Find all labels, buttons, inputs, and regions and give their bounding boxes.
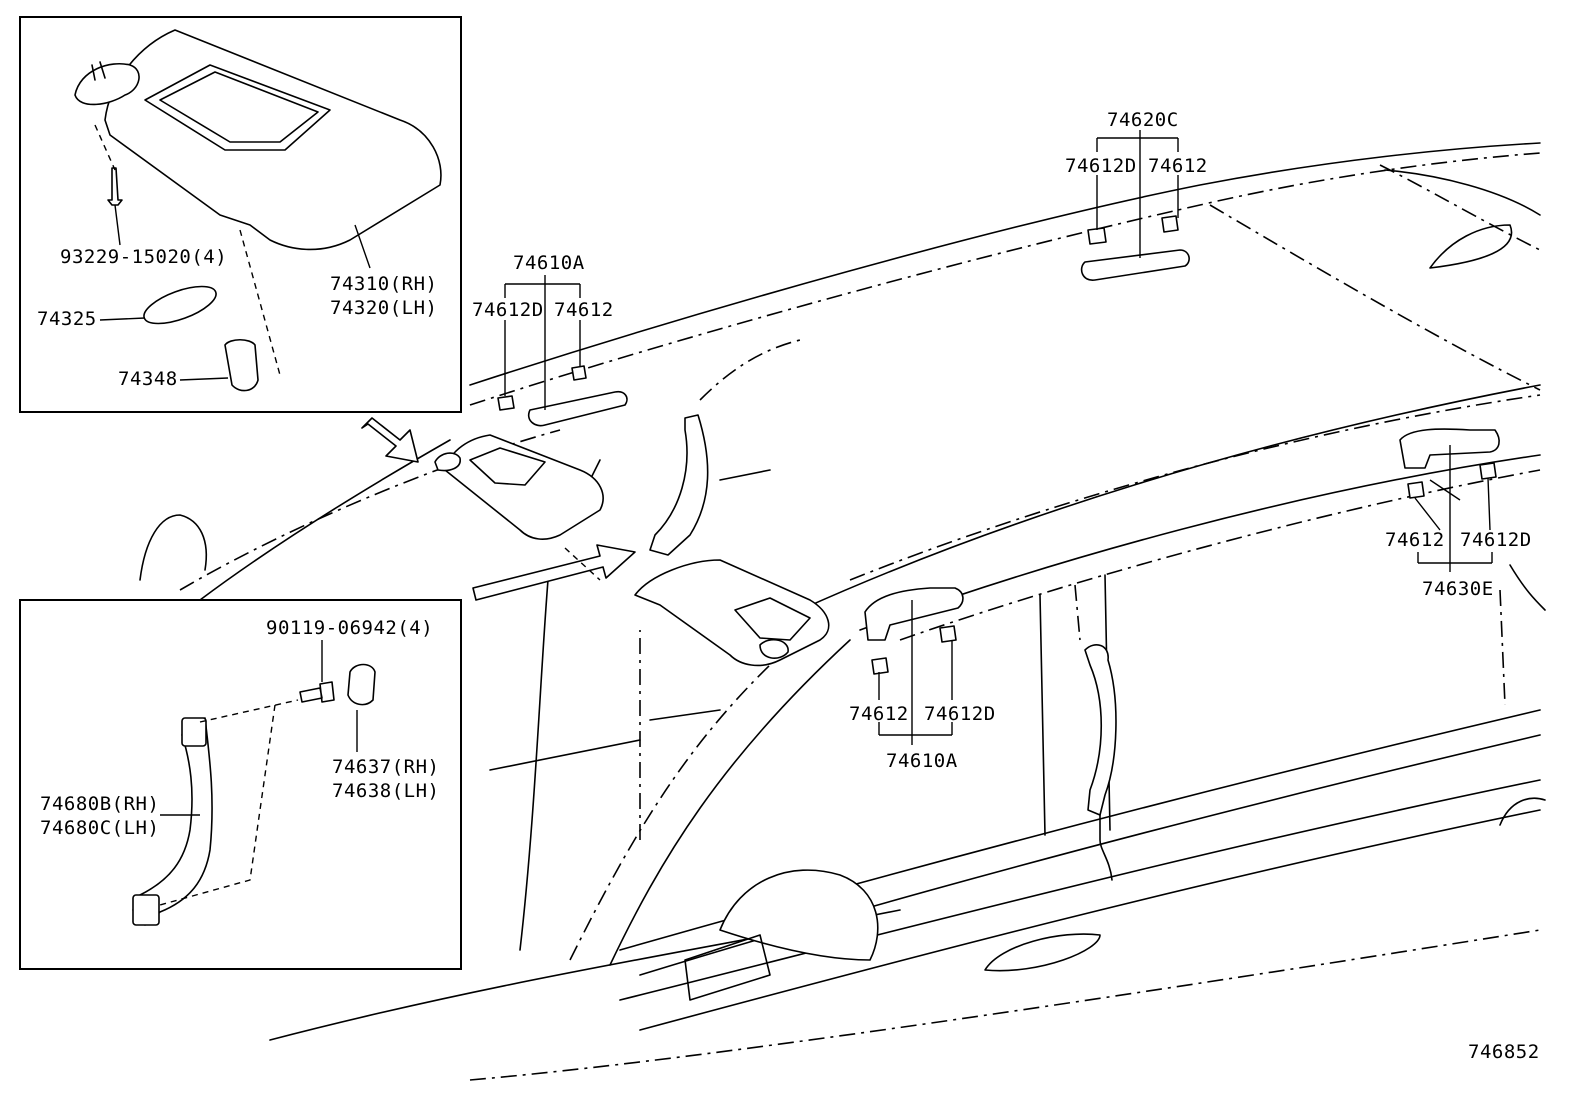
visor-holder [143, 285, 217, 325]
assist-grips [497, 215, 1500, 881]
pillar-grip-b [1084, 644, 1117, 816]
callout-74612-top: 74612 [1148, 155, 1208, 177]
callout-74680b-rh: 74680B(RH) [40, 793, 159, 815]
bolt [299, 681, 335, 703]
leader-lines [504, 130, 1493, 745]
arrow-to-visor [361, 417, 419, 463]
callout-74680c-lh: 74680C(LH) [40, 817, 159, 839]
assist-grip-front [527, 390, 628, 427]
screw [107, 167, 123, 206]
callout-74612d-front: 74612D [472, 299, 544, 321]
callout-90119: 90119-06942(4) [266, 617, 433, 639]
pointer-arrows [361, 417, 636, 601]
sun-visor-lh [444, 434, 604, 540]
callout-74612-front: 74612 [554, 299, 614, 321]
callout-74612-rear: 74612 [1385, 529, 1445, 551]
callout-74610a-front: 74610A [513, 252, 585, 274]
callout-74638-lh: 74638(LH) [332, 780, 439, 802]
callout-74612d-top: 74612D [1065, 155, 1137, 177]
callout-74310-rh: 74310(RH) [330, 273, 437, 295]
visor-detail-inset: 93229-15020(4) 74310(RH) 74320(LH) 74325… [19, 16, 462, 413]
arrow-to-visor-2 [472, 544, 636, 601]
callout-74320-lh: 74320(LH) [330, 297, 437, 319]
pillar-grip-inset: 90119-06942(4) 74637(RH) 74638(LH) 74680… [19, 599, 462, 970]
main-callouts: 74610A 74612D 74612 74620C 74612D 74612 … [472, 109, 1540, 1063]
callout-93229: 93229-15020(4) [60, 246, 227, 268]
grip-cover [347, 663, 376, 706]
diagram-id: 746852 [1468, 1041, 1540, 1063]
callout-74620c: 74620C [1107, 109, 1179, 131]
assist-grip-middle [864, 587, 964, 641]
callout-74630e: 74630E [1422, 578, 1494, 600]
assist-grip-top [1080, 249, 1190, 281]
callout-74612-mid: 74612 [849, 703, 909, 725]
callout-74610a-mid: 74610A [886, 750, 958, 772]
pillar-grip-front [649, 414, 709, 556]
callout-74325: 74325 [37, 308, 97, 330]
visor-hinge [74, 63, 140, 106]
callout-74348: 74348 [118, 368, 178, 390]
callout-74612d-mid: 74612D [924, 703, 996, 725]
visor-clip [224, 338, 259, 392]
callout-74637-rh: 74637(RH) [332, 756, 439, 778]
callout-74612d-rear: 74612D [1460, 529, 1532, 551]
main-visors [434, 434, 830, 667]
